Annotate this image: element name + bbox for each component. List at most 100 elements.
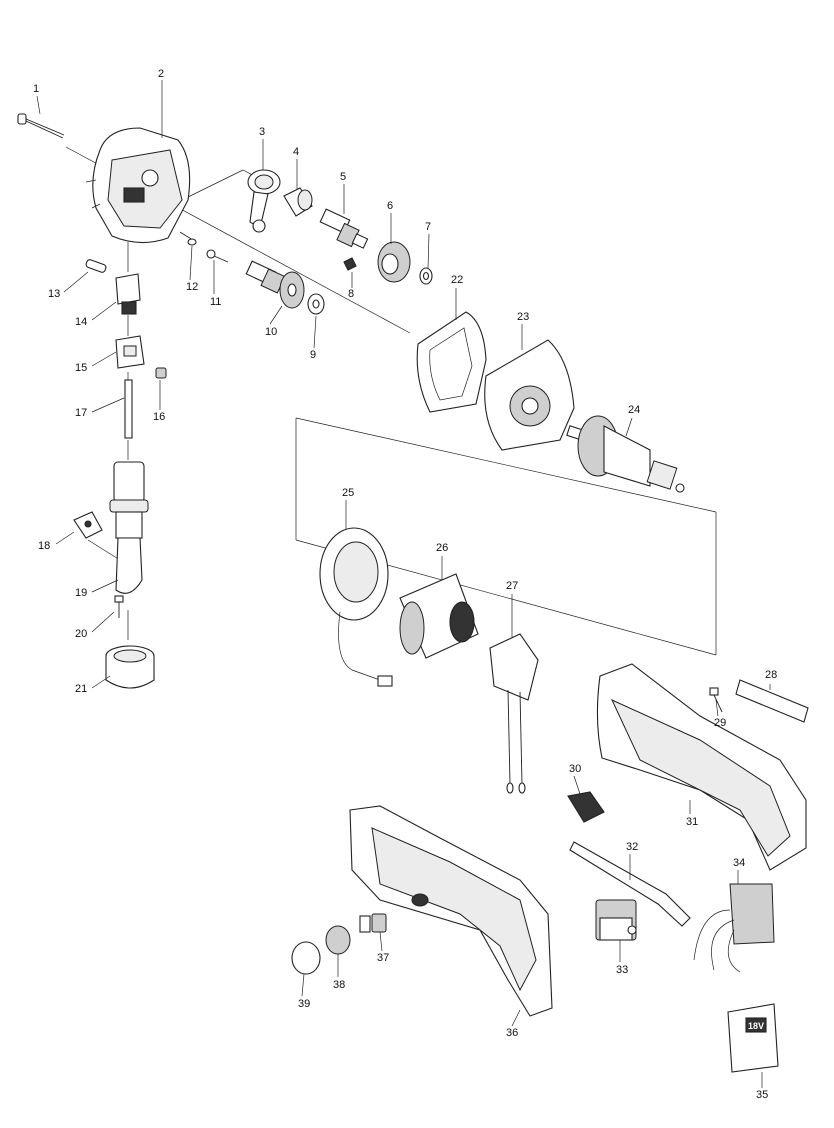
callout-21: 21 [75, 683, 87, 695]
part-6-gear [377, 241, 411, 283]
part-14-slider [115, 273, 141, 315]
part-38-cap [325, 925, 351, 955]
callout-16: 16 [153, 411, 165, 423]
leader-line-30 [573, 775, 581, 795]
callout-4: 4 [293, 146, 299, 158]
callout-38: 38 [333, 979, 345, 991]
leader-line-17 [91, 397, 125, 413]
callout-33: 33 [616, 964, 628, 976]
part-30-trigger [567, 791, 605, 823]
part-5-spindle [319, 208, 369, 249]
callout-14: 14 [75, 316, 87, 328]
callout-labels: 1 2 3 4 5 6 7 8 9 10 11 12 13 14 15 16 1… [33, 68, 777, 1101]
leader-line-15 [91, 351, 117, 367]
part-27-brush-holder [489, 633, 539, 794]
part-26-field-core [399, 573, 479, 659]
part-12-pin [179, 231, 197, 246]
leader-line-19 [91, 579, 119, 593]
leader-line-24 [625, 417, 633, 437]
callout-25: 25 [342, 487, 354, 499]
part-13-pin [85, 259, 107, 273]
part-28-plate [735, 679, 809, 723]
callout-31: 31 [686, 816, 698, 828]
part-22-gasket [416, 311, 487, 413]
part-7-washer [419, 267, 433, 285]
callout-19: 19 [75, 587, 87, 599]
part-37-screw-nut [359, 913, 387, 933]
callout-20: 20 [75, 628, 87, 640]
leader-line-1 [36, 95, 41, 115]
callout-5: 5 [340, 171, 346, 183]
part-20-screw [114, 595, 124, 618]
part-32-switch-lever [569, 841, 691, 927]
callout-30: 30 [569, 763, 581, 775]
callout-10: 10 [265, 326, 277, 338]
callout-28: 28 [765, 669, 777, 681]
part-10-gear-shaft [245, 260, 305, 309]
leader-line-7 [427, 233, 430, 269]
leader-line-10 [269, 305, 283, 325]
leader-line-12 [189, 245, 193, 281]
callout-24: 24 [628, 404, 640, 416]
part-11-screw [206, 249, 229, 263]
callout-27: 27 [506, 580, 518, 592]
callout-39: 39 [298, 998, 310, 1010]
part-17-rod [124, 379, 133, 439]
part-4-bearing [283, 187, 313, 217]
callout-23: 23 [517, 311, 529, 323]
callout-35: 35 [756, 1089, 768, 1101]
callout-26: 26 [436, 542, 448, 554]
callout-11: 11 [210, 296, 221, 308]
leader-line-18 [55, 531, 75, 545]
leader-lines [36, 80, 771, 1088]
part-3-crank [247, 169, 281, 233]
leader-line-36 [511, 1009, 521, 1027]
callout-18: 18 [38, 540, 50, 552]
callout-36: 36 [506, 1027, 518, 1039]
callout-22: 22 [451, 274, 463, 286]
leader-line-9 [313, 315, 317, 349]
part-21-ring-nut [105, 645, 155, 689]
leader-line-39 [301, 973, 305, 997]
part-29-screw [709, 687, 723, 713]
callout-6: 6 [387, 200, 393, 212]
part-36-housing-left [349, 805, 553, 1017]
part-18-bracket [73, 511, 103, 539]
part-16-set-screw [155, 367, 167, 379]
leader-line-37 [379, 931, 383, 952]
callout-3: 3 [259, 126, 265, 138]
callout-13: 13 [48, 288, 60, 300]
part-23-motor-housing-front [484, 339, 575, 451]
callout-7: 7 [425, 221, 431, 233]
callout-9: 9 [310, 349, 316, 361]
part-34-controller [693, 883, 775, 973]
part-2-gear-housing [85, 127, 191, 244]
callout-29: 29 [714, 717, 726, 729]
part-33-switch [595, 899, 637, 941]
callout-15: 15 [75, 362, 87, 374]
callout-1: 1 [33, 83, 39, 95]
leader-line-14 [91, 301, 117, 321]
leader-line-13 [63, 271, 89, 293]
callout-12: 12 [186, 281, 198, 293]
callout-37: 37 [377, 952, 389, 964]
callout-32: 32 [626, 841, 638, 853]
callout-8: 8 [348, 288, 354, 300]
part-24-armature [566, 415, 685, 493]
part-25-field-cover [319, 527, 393, 687]
part-31-housing-right [596, 663, 807, 871]
terminal-18v-marking: 18V [748, 1021, 764, 1031]
leader-line-20 [91, 611, 115, 633]
part-35-battery-terminal: 18V [727, 1003, 779, 1073]
leader-line-21 [91, 675, 111, 689]
callout-2: 2 [158, 68, 164, 80]
callout-17: 17 [75, 407, 87, 419]
part-1-screw [17, 113, 65, 139]
part-19-punch-holder [109, 461, 149, 594]
leader-line-29 [715, 699, 719, 717]
part-9-washer [307, 293, 325, 315]
part-15-clamp [115, 335, 145, 369]
callout-34: 34 [733, 857, 745, 869]
